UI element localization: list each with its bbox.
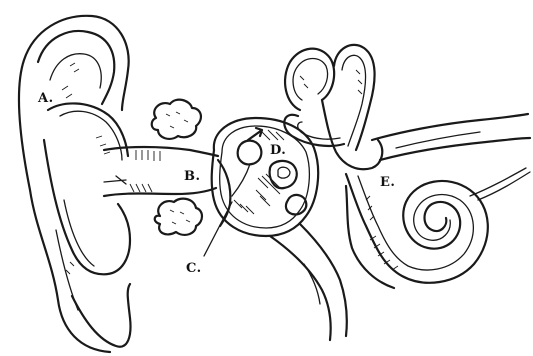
cochlea (346, 174, 488, 288)
middle-ear-cavity (212, 118, 318, 236)
auditory-nerve (372, 114, 530, 200)
label-a: A. (37, 91, 54, 106)
eustachian-tube (270, 224, 347, 340)
label-d: D. (270, 143, 286, 158)
outer-ear-pinna (19, 16, 131, 352)
tissue-blob-upper (152, 100, 201, 139)
arrow-d (248, 128, 262, 140)
label-e: E. (380, 175, 395, 190)
malleus (238, 141, 262, 165)
tissue-blob-lower (155, 199, 202, 235)
label-b: B. (184, 169, 201, 184)
stapes (270, 161, 297, 188)
label-c: C. (186, 261, 202, 276)
semicircular-canals (284, 45, 382, 169)
